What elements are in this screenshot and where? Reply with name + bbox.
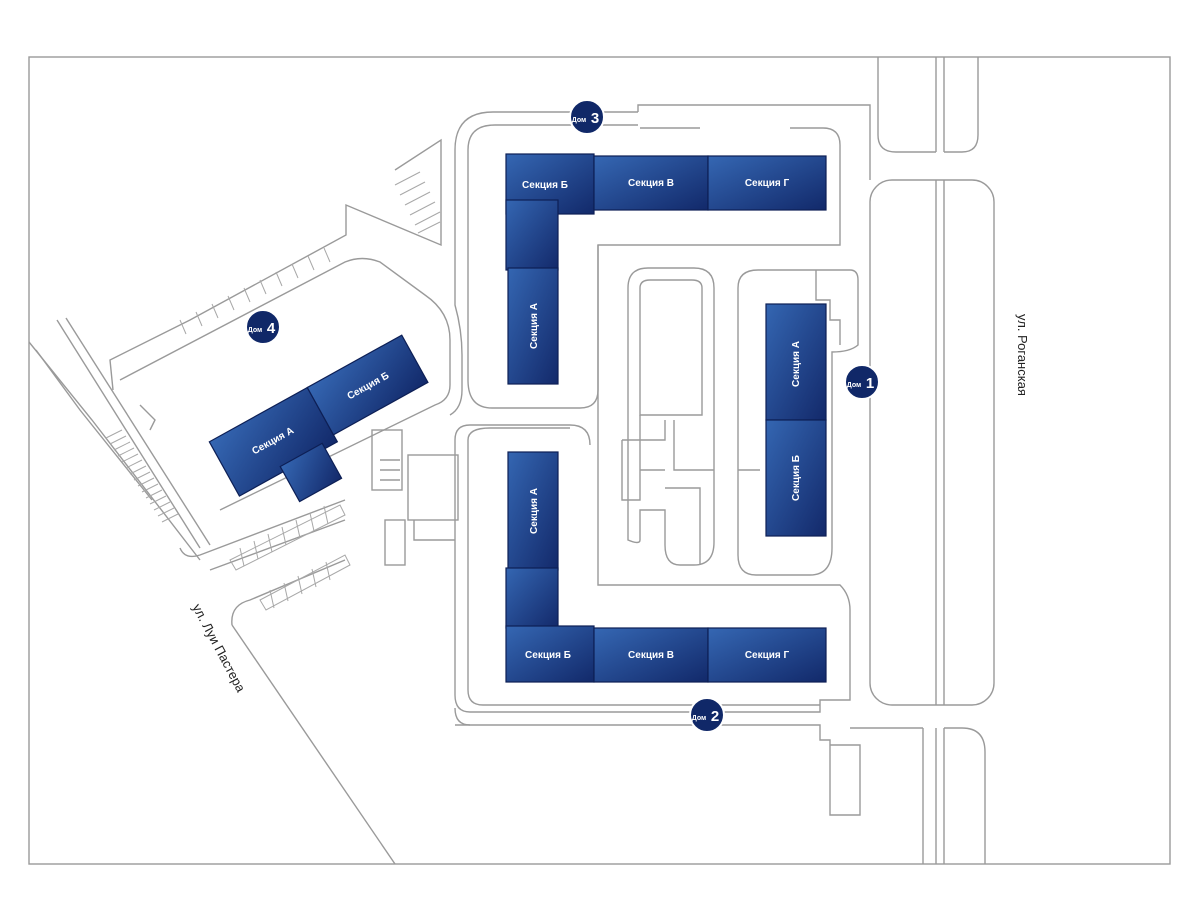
house1-section-a[interactable]: Секция А xyxy=(765,303,827,421)
house2-marker-prefix: Дом xyxy=(692,715,706,722)
house2-section-a-label: Секция А xyxy=(529,488,540,534)
house1-yard xyxy=(737,269,859,576)
house3-marker-number: 3 xyxy=(591,110,599,127)
house3-buildings: Секция Б Секция В Секция Г Секция А xyxy=(505,153,827,385)
house2-marker[interactable]: Дом 2 xyxy=(689,697,725,733)
house2-section-v-label: Секция В xyxy=(628,650,674,661)
street-label-rogan: ул. Роганская xyxy=(1015,314,1030,396)
house2-marker-number: 2 xyxy=(711,708,719,725)
house3-section-a-label: Секция А xyxy=(529,303,540,349)
house1-marker-number: 1 xyxy=(866,375,874,392)
house4-buildings: Секция А Секция Б xyxy=(208,334,429,526)
house3-section-b[interactable]: Секция Б xyxy=(505,153,595,271)
central-roads xyxy=(449,104,871,816)
house2-section-v[interactable]: Секция В xyxy=(593,627,709,683)
house1-buildings: Секция А Секция Б xyxy=(765,303,827,537)
courtyards xyxy=(371,429,459,566)
house4-section-a[interactable]: Секция А xyxy=(208,386,353,526)
house3-marker-prefix: Дом xyxy=(572,117,586,124)
house4-area xyxy=(109,138,451,511)
house3-section-b-label: Секция Б xyxy=(522,180,568,191)
house1-section-b[interactable]: Секция Б xyxy=(765,419,827,537)
central-parking xyxy=(621,267,715,566)
house3-section-g-label: Секция Г xyxy=(745,178,790,189)
house1-marker[interactable]: Дом 1 xyxy=(844,364,880,400)
house3-section-v-label: Секция В xyxy=(628,178,674,189)
house4-marker[interactable]: Дом 4 xyxy=(245,309,281,345)
house1-marker-prefix: Дом xyxy=(847,382,861,389)
house4-marker-number: 4 xyxy=(267,320,276,337)
house1-section-b-label: Секция Б xyxy=(791,455,802,501)
house2-buildings: Секция А Секция Б Секция В Секция Г xyxy=(505,451,827,683)
house1-section-a-label: Секция А xyxy=(791,341,802,387)
pasteur-street-area xyxy=(28,317,396,865)
house3-section-v[interactable]: Секция В xyxy=(593,155,709,211)
rogan-street-area xyxy=(850,57,995,864)
house4-marker-prefix: Дом xyxy=(248,327,262,334)
house2-section-b-label: Секция Б xyxy=(525,650,571,661)
house3-marker[interactable]: Дом 3 xyxy=(569,99,605,135)
street-label-pasteur: ул. Луи Пастера xyxy=(189,601,248,695)
house2-section-g[interactable]: Секция Г xyxy=(707,627,827,683)
house3-section-a[interactable]: Секция А xyxy=(507,267,559,385)
house2-section-a[interactable]: Секция А xyxy=(507,451,559,571)
house2-section-b[interactable]: Секция Б xyxy=(505,567,595,683)
house3-section-g[interactable]: Секция Г xyxy=(707,155,827,211)
house4-section-b[interactable]: Секция Б xyxy=(306,334,429,436)
house2-section-g-label: Секция Г xyxy=(745,650,790,661)
map-frame xyxy=(28,56,1171,865)
